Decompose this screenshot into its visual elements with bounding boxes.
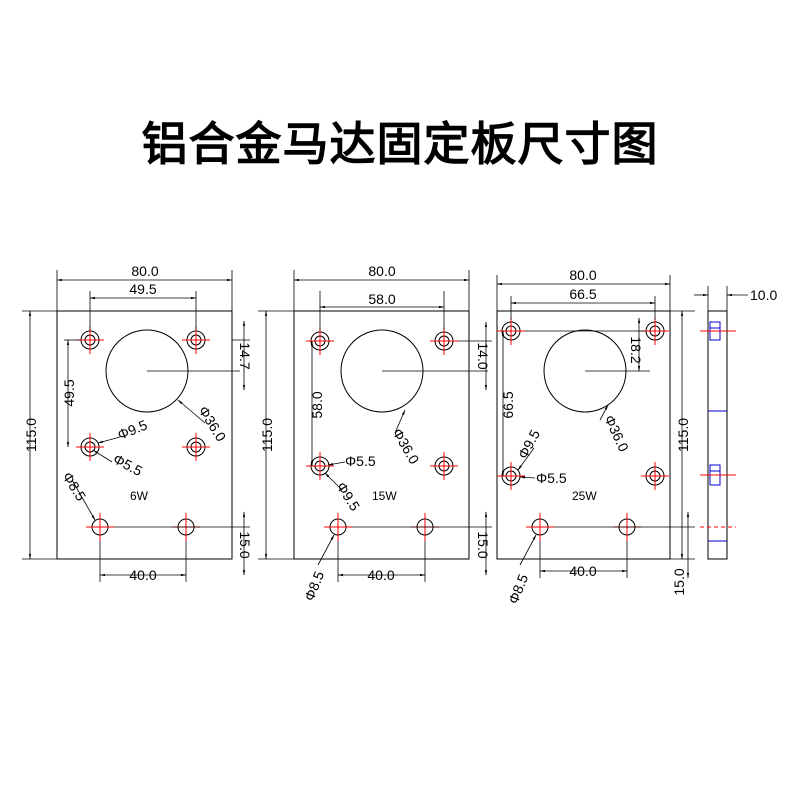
label-dia-bottom: Φ8.5	[59, 469, 89, 504]
hole-mid-right	[641, 462, 669, 490]
label-dia-bottom: Φ8.5	[301, 569, 327, 604]
dim-width: 80.0	[569, 267, 596, 283]
dim-height: 115.0	[23, 418, 39, 452]
dim-bottom-spacing: 40.0	[367, 567, 394, 583]
dim-thickness: 10.0	[750, 287, 777, 303]
hole-mid-right	[430, 452, 458, 480]
plate-outline	[56, 310, 233, 560]
hole-top-right	[182, 326, 210, 354]
plate-outline	[293, 310, 470, 560]
label-dia-large: Φ36.0	[389, 426, 422, 467]
power-label: 6W	[130, 489, 149, 503]
hole-top-left	[76, 326, 104, 354]
label-dia-large: Φ36.0	[601, 413, 632, 455]
plate-15w: 80.0 58.0 115.0 58.0 14.0 15.0 40.0 Φ36.…	[258, 263, 492, 603]
hole-top-right	[641, 317, 669, 345]
hole-mid-right	[182, 433, 210, 461]
hole-motor-large	[340, 329, 488, 413]
label-dia-counterbore: Φ9.5	[333, 479, 363, 514]
label-dia-counterbore: Φ9.5	[515, 427, 544, 462]
dim-width: 80.0	[131, 263, 158, 279]
page-title: 铝合金马达固定板尺寸图	[141, 117, 659, 171]
label-dia-large: Φ36.0	[195, 403, 229, 444]
dim-offset-top: 18.2	[628, 336, 644, 363]
dim-offset-top: 14.7	[237, 342, 253, 369]
hole-mid-left	[76, 433, 104, 461]
dim-top-hole-spacing: 58.0	[368, 291, 395, 307]
dim-bottom-offset: 15.0	[237, 531, 253, 558]
dim-vertical-spacing: 58.0	[309, 391, 325, 418]
dim-top-hole-spacing: 66.5	[569, 286, 596, 302]
hole-bottom-left	[86, 513, 114, 541]
label-dia-bottom: Φ8.5	[505, 572, 531, 607]
hole-top-left	[497, 317, 525, 345]
dim-top-hole-spacing: 49.5	[129, 281, 156, 297]
dim-vertical-spacing: 49.5	[61, 379, 77, 406]
plate-6w: 80.0 49.5 115.0 49.5 14.7 15.0 40.0 Φ36.…	[22, 263, 253, 583]
dim-offset-top: 14.0	[475, 342, 491, 369]
dim-height: 115.0	[675, 418, 691, 452]
dim-bottom-offset: 15.0	[671, 568, 687, 595]
hole-top-right	[430, 327, 458, 355]
dim-bottom-offset: 15.0	[475, 531, 491, 558]
hole-bottom-left	[526, 513, 554, 541]
label-dia-small: Φ5.5	[536, 470, 567, 486]
plate-outline	[496, 310, 671, 560]
hole-motor-large	[105, 329, 240, 413]
power-label: 15W	[372, 489, 397, 503]
dim-bottom-spacing: 40.0	[569, 563, 596, 579]
dim-width: 80.0	[368, 263, 395, 279]
label-dia-small: Φ5.5	[345, 453, 376, 469]
label-dia-small: Φ5.5	[111, 451, 146, 480]
hole-mid-left	[306, 452, 334, 480]
hole-top-left	[306, 327, 334, 355]
side-view: 10.0	[694, 286, 777, 560]
dim-height: 115.0	[259, 418, 275, 452]
dim-vertical-spacing: 66.5	[500, 391, 516, 418]
power-label: 25W	[572, 489, 597, 503]
dim-bottom-spacing: 40.0	[129, 567, 156, 583]
label-dia-counterbore: Φ9.5	[115, 416, 150, 442]
plate-25w: 80.0 66.5 115.0 66.5 18.2 15.0 40.0 Φ36.…	[496, 267, 695, 607]
side-outline	[707, 310, 728, 560]
hole-bottom-left	[324, 513, 352, 541]
